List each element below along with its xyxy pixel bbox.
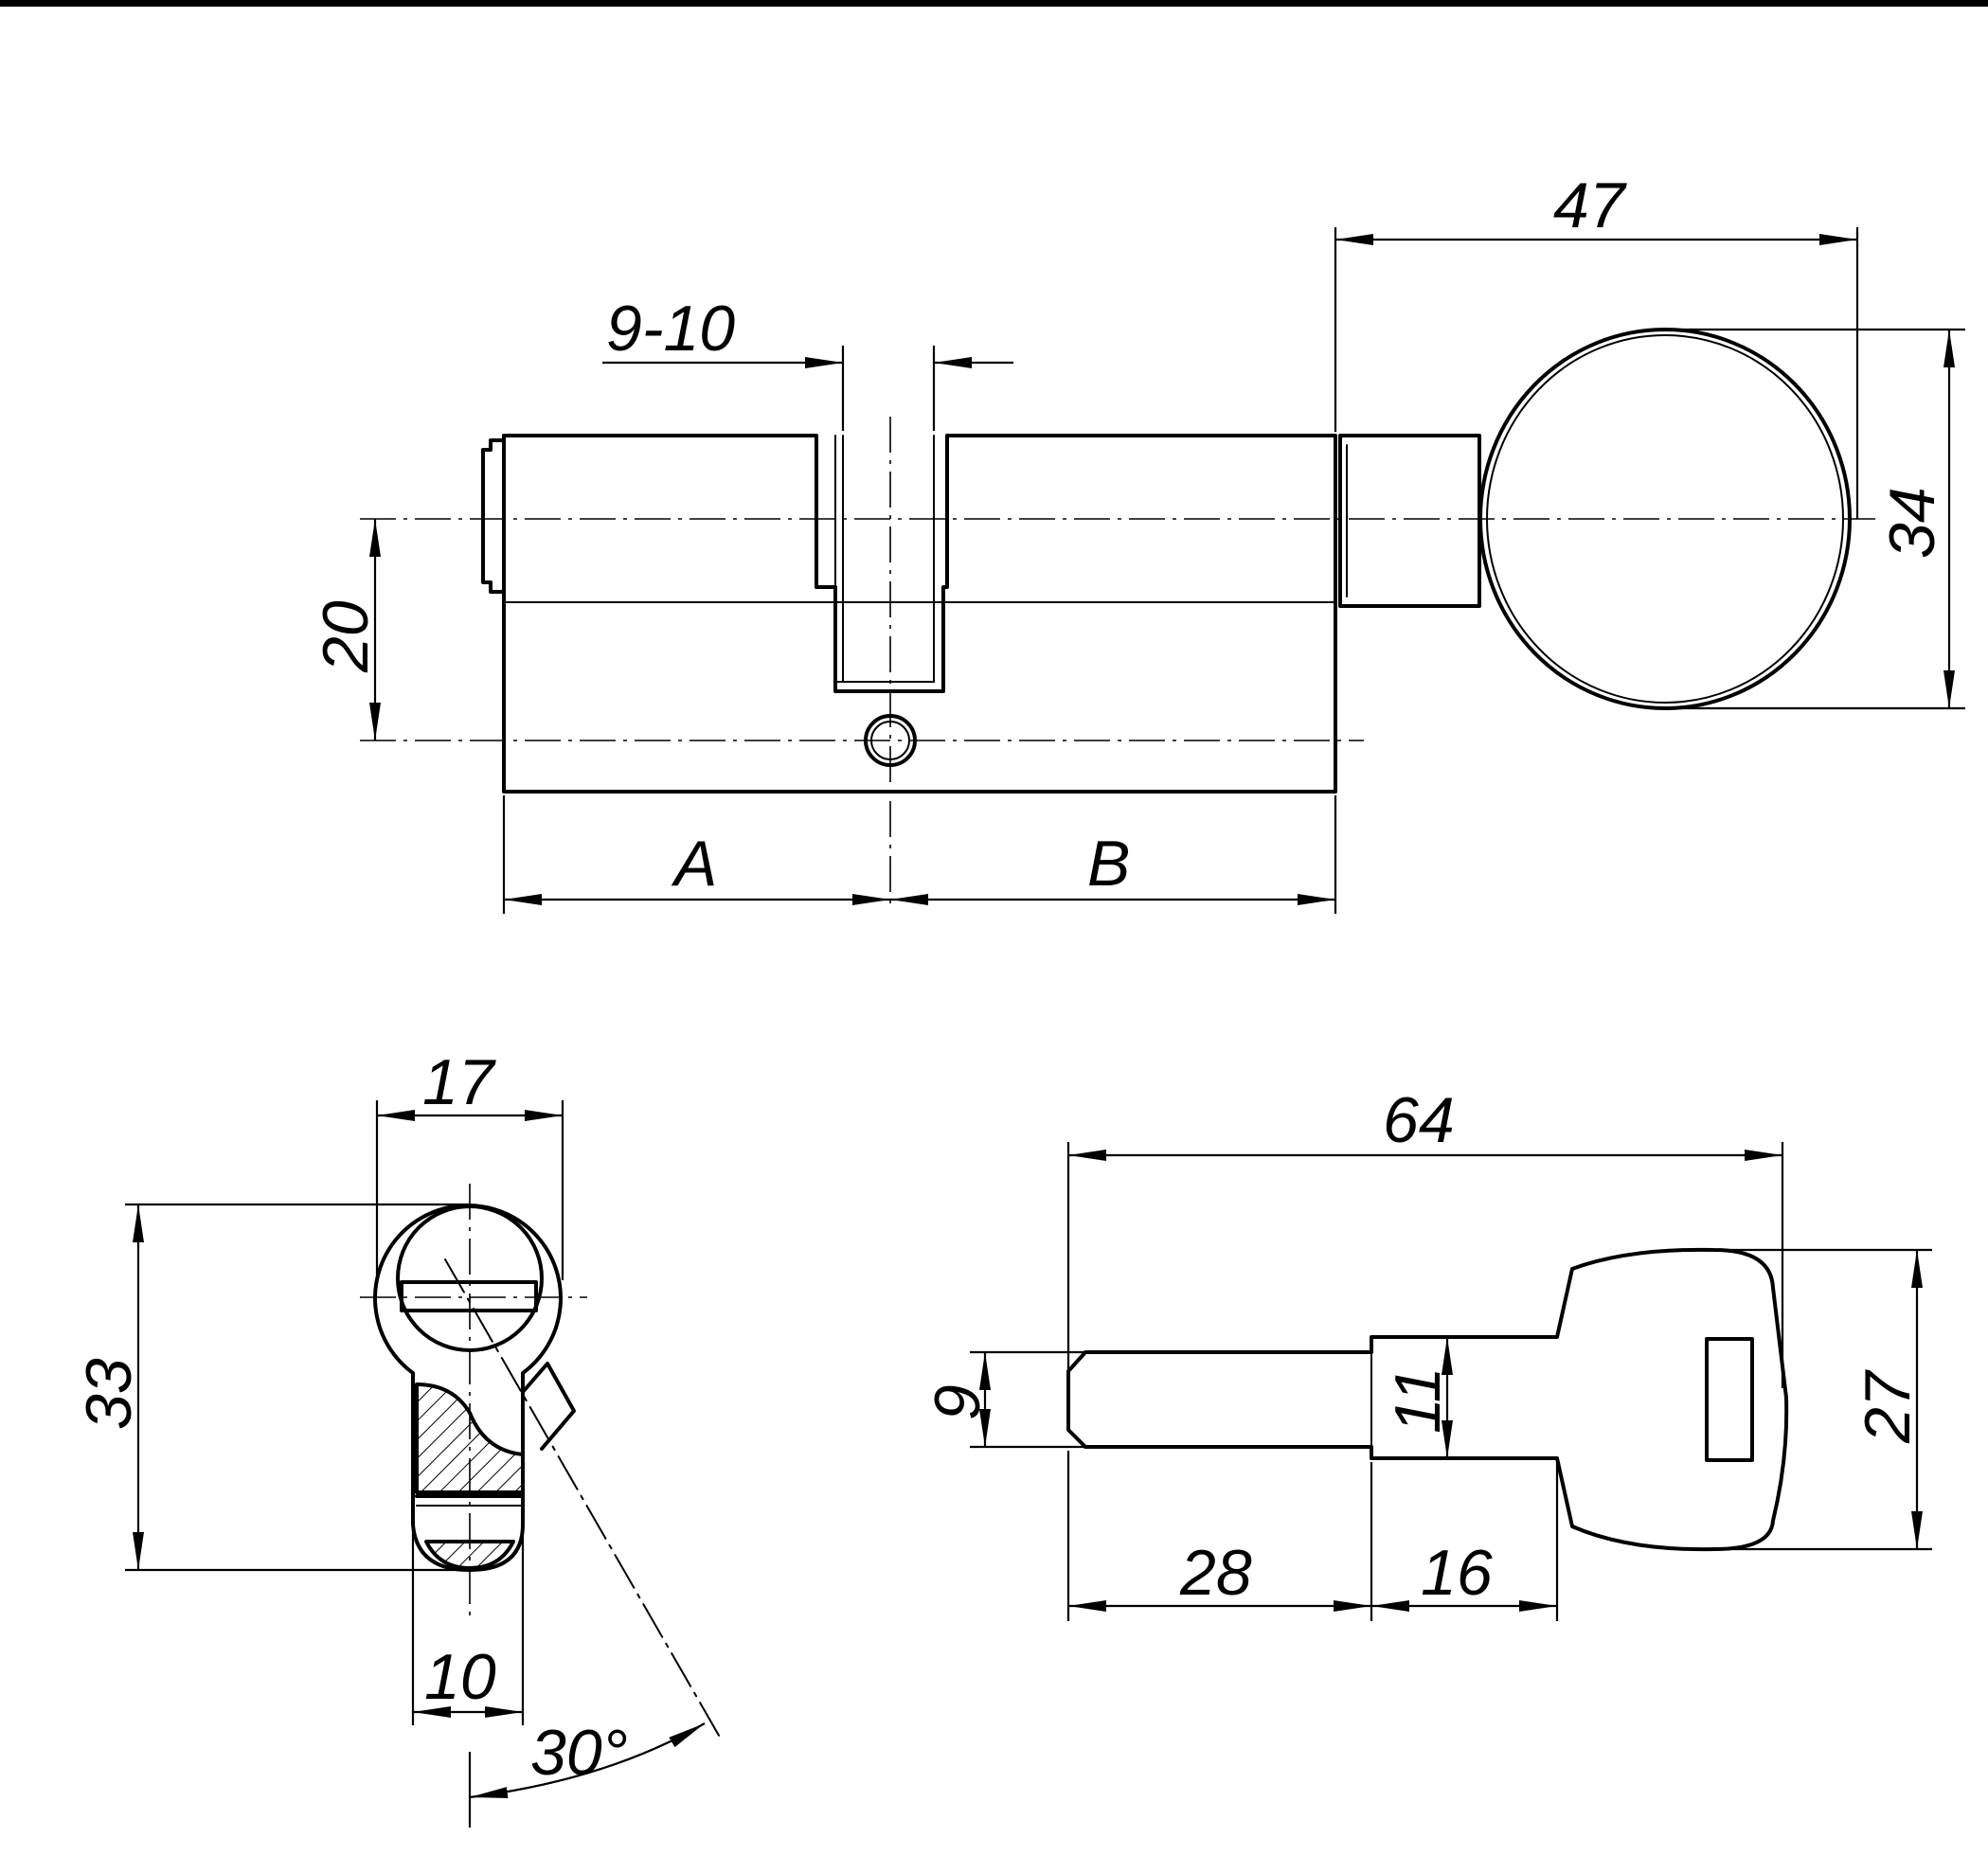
cam-tab <box>521 1362 576 1451</box>
dim-blade-height-label: 9 <box>922 1384 994 1420</box>
dim-shoulder-height-label: 11 <box>1382 1366 1454 1434</box>
dim-a-label: A <box>671 828 717 900</box>
key-outline <box>1066 1247 1789 1552</box>
key-head-window <box>1705 1337 1754 1462</box>
dim-knob-diameter-label: 34 <box>1876 487 1948 559</box>
cam-slot-bar <box>400 1280 538 1312</box>
dim-width-label: 17 <box>422 1046 496 1118</box>
angle-arc <box>469 1722 706 1799</box>
side-view: 17 33 10 30° <box>73 1046 723 1828</box>
angle-reference-line <box>444 1258 723 1741</box>
main-view: 9-10 47 34 20 A B <box>310 169 1965 914</box>
cylinder-profile <box>373 1204 563 1572</box>
dim-head-height-label: 27 <box>1852 1369 1924 1444</box>
dim-key-length-label: 64 <box>1383 1084 1455 1156</box>
cam-slot-inner <box>834 435 935 683</box>
knob-shaft <box>1338 434 1481 608</box>
dim-angle-label: 30° <box>530 1717 628 1789</box>
frame-top-border <box>0 0 1988 7</box>
dim-b-label: B <box>1087 828 1130 900</box>
left-end-cap <box>481 438 506 594</box>
key-view: 64 9 11 27 28 16 <box>922 1084 1932 1621</box>
dim-knob-offset-label: 47 <box>1553 169 1627 241</box>
dim-slot-label: 9-10 <box>606 293 735 365</box>
dim-height-label: 33 <box>73 1358 145 1430</box>
dim-blade-length-label: 28 <box>1179 1537 1252 1609</box>
dim-shoulder-length-label: 16 <box>1421 1537 1493 1609</box>
dim-axis-offset-label: 20 <box>310 600 382 673</box>
cylinder-body <box>502 434 1337 794</box>
dim-bottom-label: 10 <box>424 1641 496 1713</box>
